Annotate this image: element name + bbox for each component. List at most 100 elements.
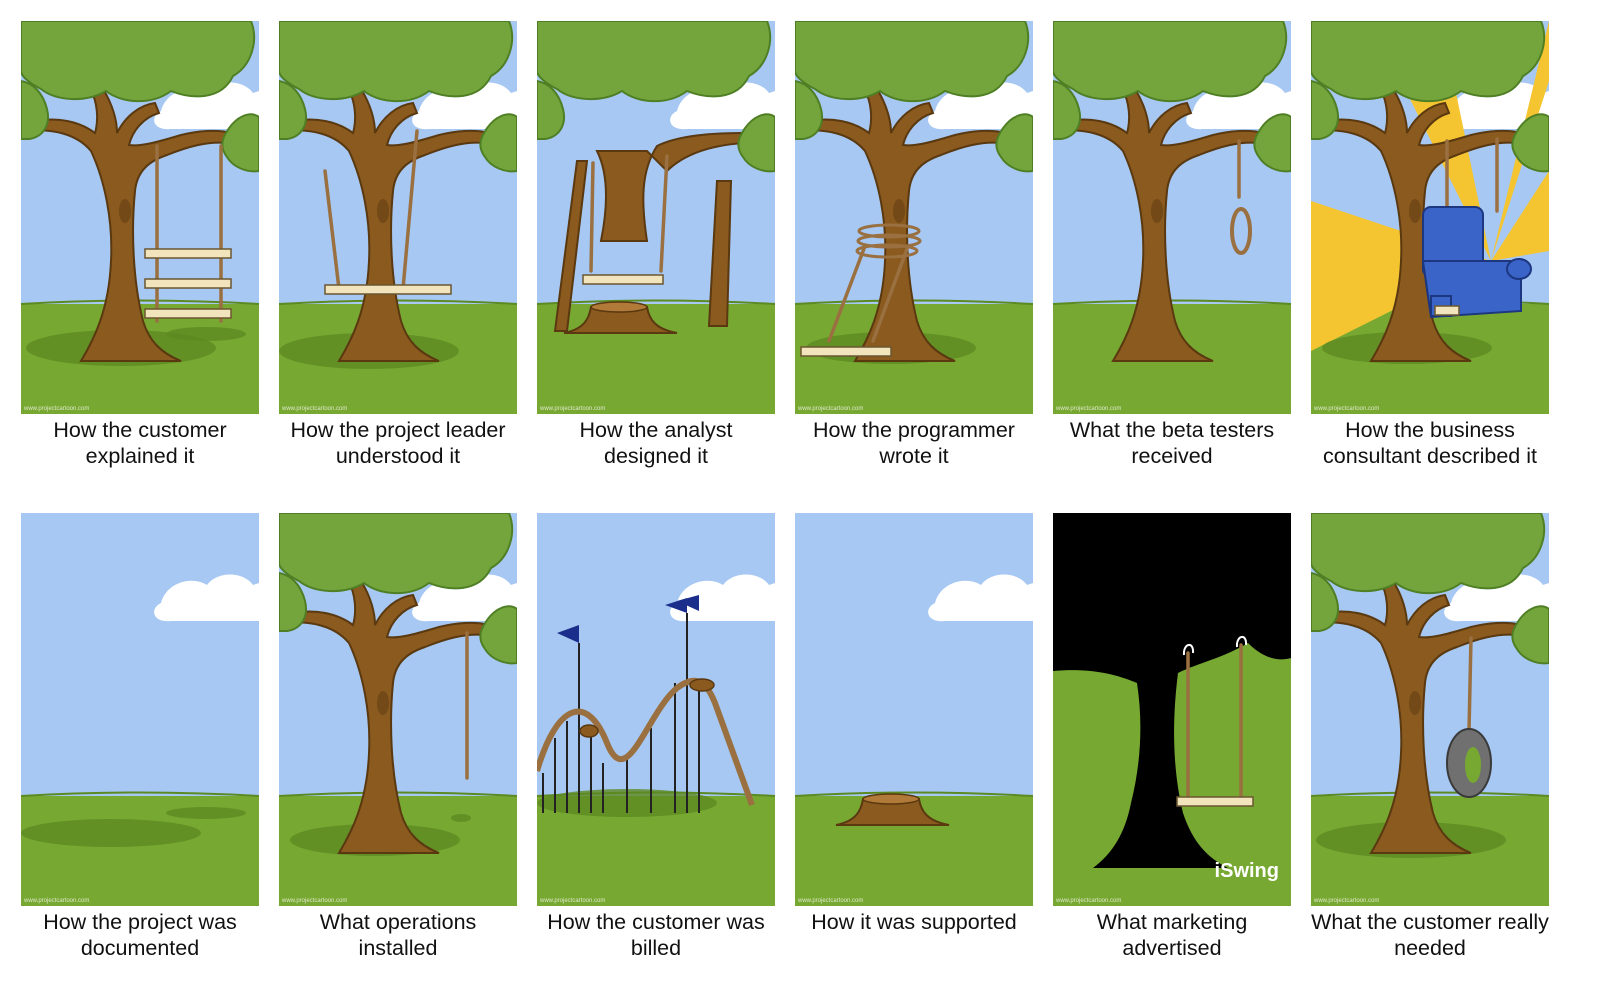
rope-coil xyxy=(855,223,922,259)
watermark: www.projectcartoon.com xyxy=(23,406,89,412)
swing-seat xyxy=(800,346,892,357)
panel-caption: How the analyst designed it xyxy=(579,418,733,468)
grass-horizon xyxy=(795,299,1033,305)
panel-caption: How the programmer wrote it xyxy=(813,418,1015,468)
watermark: www.projectcartoon.com xyxy=(797,898,863,904)
leaf-cluster-left xyxy=(279,571,307,632)
panel-caption: What the customer really needed xyxy=(1311,910,1549,960)
swing-seat xyxy=(144,248,232,259)
rope xyxy=(323,169,341,291)
tree-hole xyxy=(377,199,389,223)
grass-horizon xyxy=(21,791,259,797)
cartoon-illustration: www.projectcartoon.com xyxy=(1311,21,1549,414)
tree-canopy xyxy=(21,21,256,103)
leaf-cluster-right xyxy=(479,605,517,665)
rope xyxy=(401,129,419,291)
tree-silhouette xyxy=(1053,513,1291,868)
tree-trunk xyxy=(1061,87,1265,362)
ground-shadow xyxy=(451,814,471,822)
cartoon-illustration: www.projectcartoon.com xyxy=(1053,21,1291,414)
grass-horizon xyxy=(795,791,1033,797)
watermark: www.projectcartoon.com xyxy=(797,406,863,412)
ground-shadow xyxy=(166,327,246,341)
cartoon-panel-8: www.projectcartoon.com What operations i… xyxy=(279,513,517,961)
tree-hole xyxy=(1409,691,1421,715)
cartoon-panel-9: www.projectcartoon.com How the customer … xyxy=(537,513,775,961)
tree-hole xyxy=(119,199,131,223)
support-post-left xyxy=(553,160,589,332)
panel-caption: How the project leader understood it xyxy=(290,418,506,468)
cartoon-illustration: www.projectcartoon.com xyxy=(279,513,517,906)
tree-hole xyxy=(1409,199,1421,223)
rope xyxy=(589,161,595,273)
cartoon-panel-2: www.projectcartoon.com How the project l… xyxy=(279,21,517,469)
leaf-cluster-right xyxy=(1511,605,1549,665)
grass-horizon xyxy=(279,299,517,305)
leaf-cluster-right xyxy=(1253,113,1291,173)
pennant-flags xyxy=(557,595,699,643)
rope xyxy=(659,154,669,273)
watermark: www.projectcartoon.com xyxy=(281,898,347,904)
swing-hooks xyxy=(1182,636,1248,656)
tree-canopy xyxy=(1311,513,1546,595)
grass xyxy=(537,304,775,414)
tree-canopy xyxy=(795,21,1030,103)
watermark: www.projectcartoon.com xyxy=(281,406,347,412)
leaf-cluster-right xyxy=(479,113,517,173)
leaf-cluster-right xyxy=(1511,113,1549,173)
tree-trunk xyxy=(29,87,233,362)
stump-top xyxy=(862,793,920,805)
watermark: www.projectcartoon.com xyxy=(539,406,605,412)
tree-trunk-cut xyxy=(595,131,745,242)
swing-seat xyxy=(1176,796,1254,807)
leaf-cluster-left xyxy=(21,79,49,140)
tree-trunk xyxy=(287,579,491,854)
grass-horizon xyxy=(21,299,259,305)
watermark: www.projectcartoon.com xyxy=(1313,406,1379,412)
tree-trunk xyxy=(287,87,491,362)
swing-seat xyxy=(582,274,664,285)
ground-shadow xyxy=(21,819,201,847)
cartoon-illustration: www.projectcartoon.com xyxy=(795,21,1033,414)
watermark: www.projectcartoon.com xyxy=(1055,406,1121,412)
cartoon-panel-6: www.projectcartoon.com How the business … xyxy=(1311,21,1549,469)
panel-caption: How it was supported xyxy=(811,910,1017,934)
tree-trunk xyxy=(1319,87,1523,362)
panel-caption: How the business consultant described it xyxy=(1323,418,1537,468)
panel-caption: How the project was documented xyxy=(43,910,237,960)
cloud xyxy=(928,574,1033,622)
leaf-cluster-left xyxy=(1053,79,1081,140)
swing-seat xyxy=(1434,305,1460,316)
cartoon-illustration: www.projectcartoon.com xyxy=(279,21,517,414)
stump-top xyxy=(590,301,648,313)
watermark: www.projectcartoon.com xyxy=(539,898,605,904)
rope xyxy=(827,244,867,343)
panel-caption: How the customer was billed xyxy=(547,910,765,960)
swing-seat xyxy=(144,278,232,289)
support-post-right xyxy=(707,180,733,327)
cartoon-panel-3: www.projectcartoon.com How the analyst d… xyxy=(537,21,775,469)
coaster-supports xyxy=(542,613,700,813)
tree-hole xyxy=(377,691,389,715)
cartoon-illustration: www.projectcartoon.com xyxy=(21,513,259,906)
noose-loop xyxy=(1230,207,1252,255)
swing-seat xyxy=(324,284,452,295)
leaf-cluster-left xyxy=(1311,571,1339,632)
watermark: www.projectcartoon.com xyxy=(1313,898,1379,904)
tree-hole xyxy=(1151,199,1163,223)
grass-horizon xyxy=(1311,791,1549,797)
grass-horizon xyxy=(1053,299,1291,305)
panel-caption: How the customer explained it xyxy=(53,418,227,468)
leaf-cluster-left xyxy=(537,79,565,140)
cloud xyxy=(154,574,259,622)
watermark: www.projectcartoon.com xyxy=(1055,898,1121,904)
cartoon-panel-12: www.projectcartoon.com What the customer… xyxy=(1311,513,1549,961)
panel-caption: What operations installed xyxy=(319,910,477,960)
cartoon-panel-1: www.projectcartoon.com How the customer … xyxy=(21,21,259,469)
cartoon-illustration: www.projectcartoon.com xyxy=(537,513,775,906)
tree-hole xyxy=(893,199,905,223)
tree-trunk xyxy=(1319,579,1523,854)
